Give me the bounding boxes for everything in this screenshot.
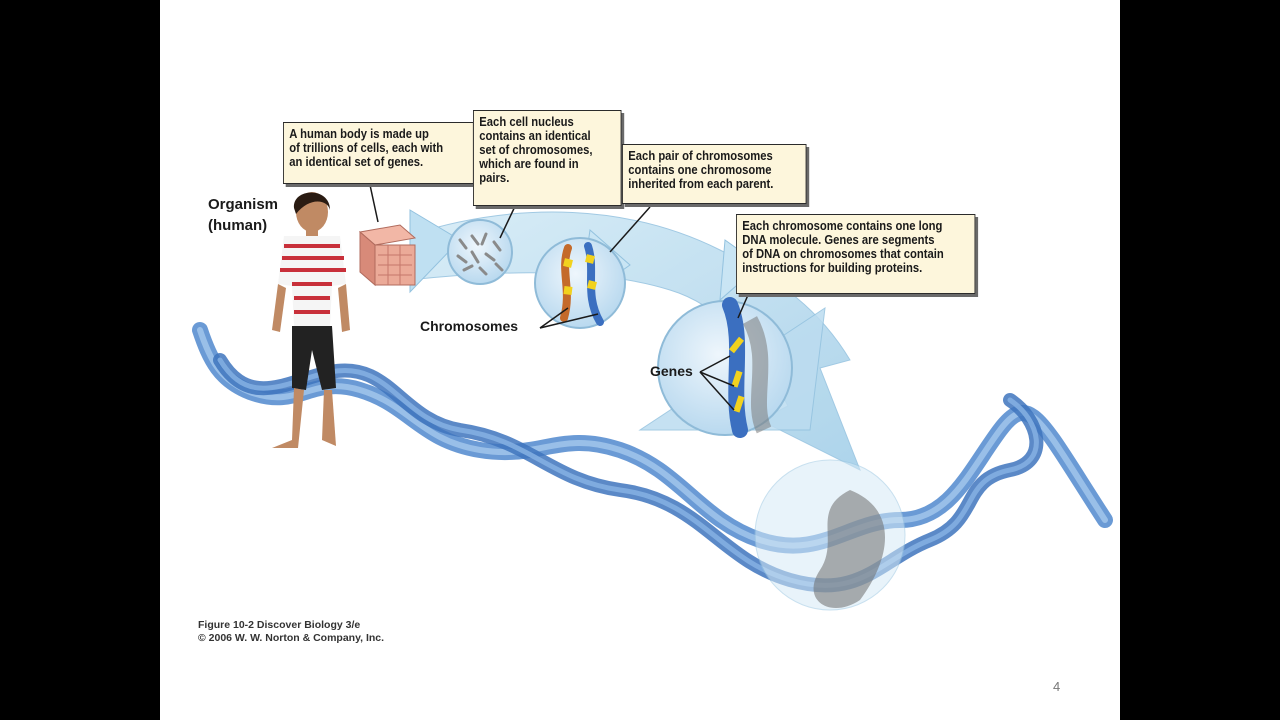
caption-line2: © 2006 W. W. Norton & Company, Inc.: [198, 632, 385, 644]
cell-nucleus-circle: [447, 219, 513, 285]
organism-label: Organism (human): [208, 194, 278, 236]
callout-text: set of chromosomes,: [479, 143, 593, 157]
organism-label-line1: Organism: [208, 196, 279, 213]
chromosome-genes-circle: [657, 297, 793, 438]
caption-line1: Figure 10-2 Discover Biology 3/e: [198, 619, 361, 631]
dna-helix: [192, 322, 1113, 593]
callout-text: contains an identical: [479, 129, 591, 143]
chromosome-pair-circle: [534, 237, 626, 329]
callout-text: which are found in: [479, 157, 579, 171]
callout-text: A human body is made up: [289, 127, 429, 141]
callout-human-body: A human body is made up of trillions of …: [283, 122, 474, 184]
callout-text: Each chromosome contains one long: [742, 219, 943, 233]
organism-label-line2: (human): [208, 217, 268, 234]
callout-text: pairs.: [479, 171, 510, 185]
callout-text: of DNA on chromosomes that contain: [742, 247, 944, 261]
callout-text: an identical set of genes.: [289, 155, 424, 169]
callout-text: contains one chromosome: [628, 163, 772, 177]
page-number: 4: [1053, 679, 1061, 694]
genes-label: Genes: [650, 363, 693, 379]
tissue-block: [358, 224, 417, 287]
callout-text: instructions for building proteins.: [742, 261, 923, 275]
callout-text: Each cell nucleus: [479, 115, 574, 129]
figure-caption: Figure 10-2 Discover Biology 3/e © 2006 …: [198, 619, 384, 645]
callout-text: inherited from each parent.: [628, 177, 774, 191]
leader-lines: [369, 184, 749, 411]
callout-cell-nucleus: Each cell nucleus contains an identical …: [473, 110, 622, 206]
callout-text: Each pair of chromosomes: [628, 149, 773, 163]
callout-text: DNA molecule. Genes are segments: [742, 233, 935, 247]
dna-diagram: [192, 184, 1113, 611]
dna-closeup-shadow: [813, 490, 885, 609]
callout-text: of trillions of cells, each with: [289, 141, 444, 155]
slide: A human body is made up of trillions of …: [160, 0, 1120, 720]
chromosomes-label: Chromosomes: [420, 318, 519, 334]
callout-dna-molecule: Each chromosome contains one long DNA mo…: [736, 214, 976, 294]
human-figure: [272, 192, 350, 448]
callout-chromosome-pair: Each pair of chromosomes contains one ch…: [622, 144, 807, 204]
